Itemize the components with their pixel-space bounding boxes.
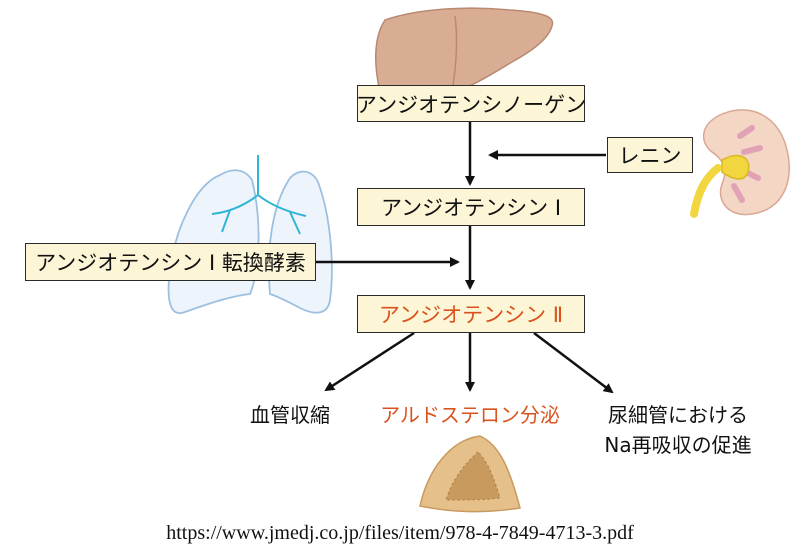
- angiotensin1-box: アンジオテンシン Ⅰ: [357, 188, 585, 226]
- lungs-icon: [167, 155, 333, 315]
- angiotensinogen-box: アンジオテンシノーゲン: [356, 85, 586, 122]
- renin-box: レニン: [607, 137, 693, 173]
- aldosterone-label: アルドステロン分泌: [380, 403, 560, 427]
- arrow-to-vasoconstriction: [324, 331, 415, 392]
- liver-icon: [374, 7, 554, 93]
- tubule-label-line2: Na再吸収の促進: [604, 433, 752, 457]
- adrenal-gland-icon: [419, 435, 521, 513]
- kidney-icon: [690, 109, 790, 218]
- tubule-label-line1: 尿細管における: [608, 403, 748, 427]
- ace-box: アンジオテンシン Ⅰ 転換酵素: [25, 243, 316, 281]
- vasoconstriction-label: 血管収縮: [250, 403, 330, 427]
- source-url: https://www.jmedj.co.jp/files/item/978-4…: [166, 522, 634, 544]
- arrow-to-tubule: [533, 332, 614, 394]
- angiotensin2-box: アンジオテンシン Ⅱ: [357, 295, 585, 333]
